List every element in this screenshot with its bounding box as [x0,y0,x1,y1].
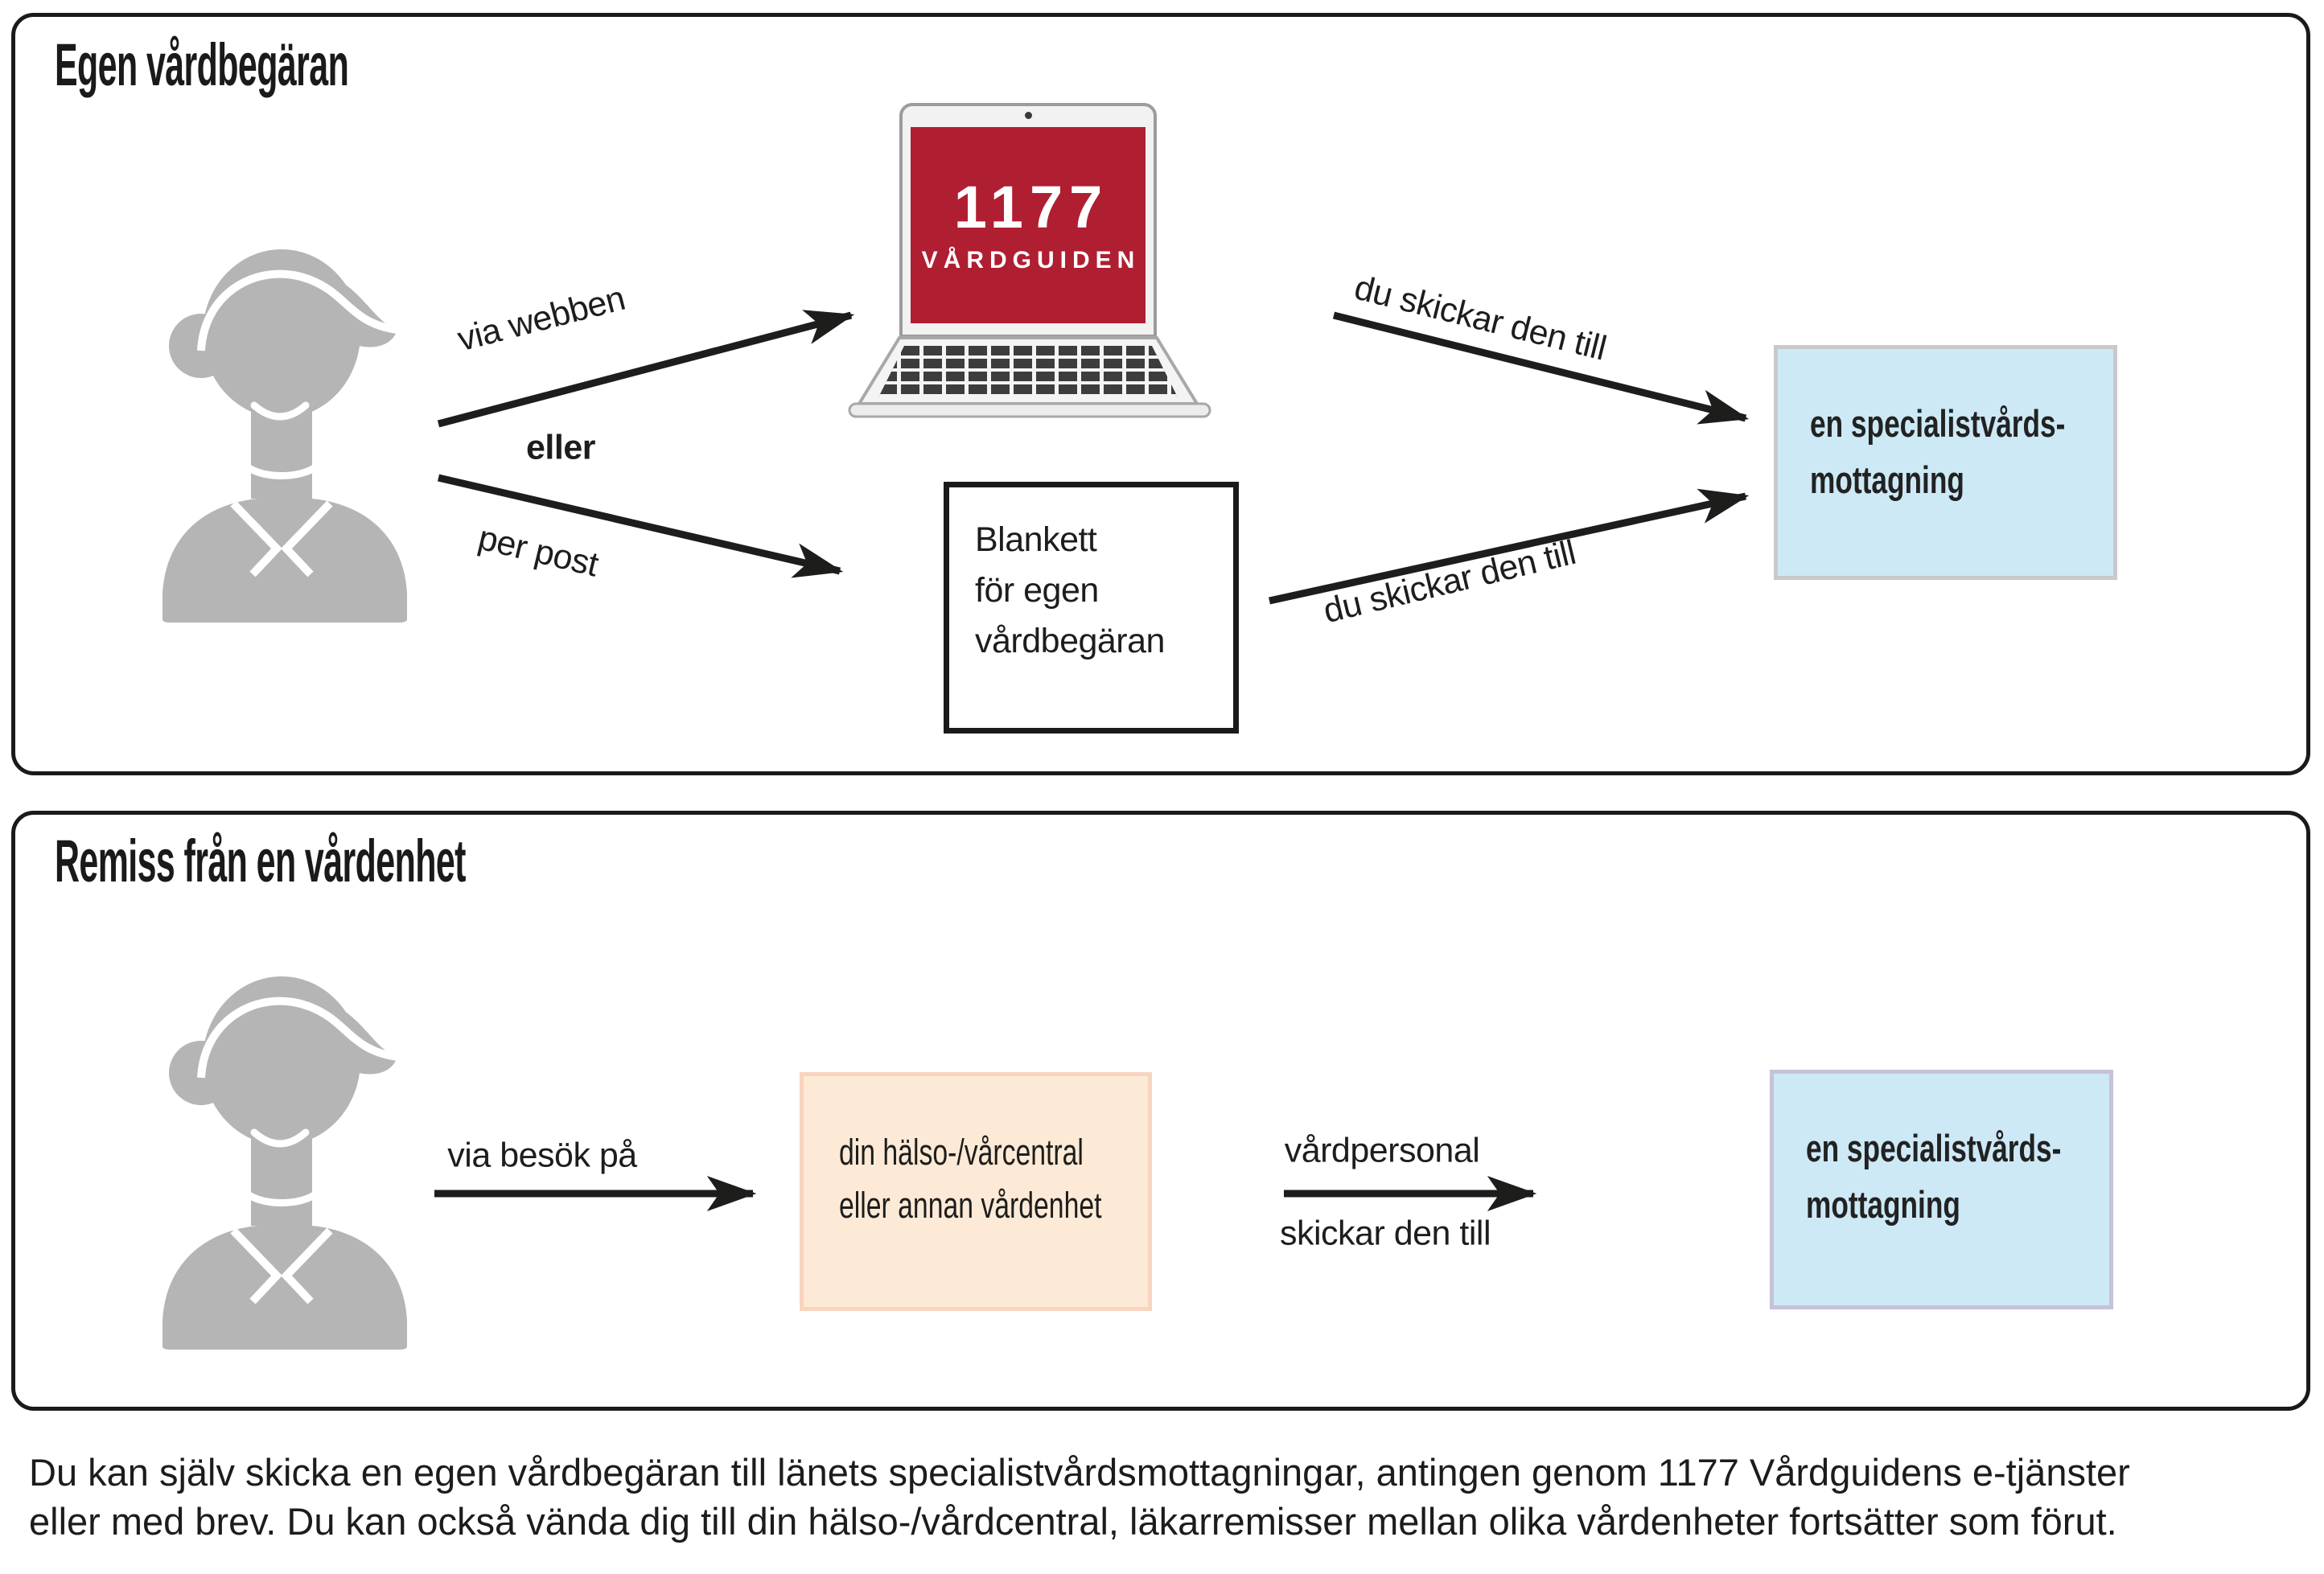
laptop-keyboard-icon [878,346,1178,397]
caption-line2: eller med brev. Du kan också vända dig t… [29,1500,2117,1543]
dest1-line1: en specialistvårds- [1810,402,2066,445]
form-box-line3: vårdbegäran [975,622,1165,660]
health-centre-box: din hälso-/vårcentral eller annan vården… [800,1072,1152,1311]
label-vardpersonal: vårdpersonal [1284,1131,1480,1170]
dest2-line1: en specialistvårds- [1806,1127,2062,1169]
label-via-besok: via besök på [447,1136,637,1175]
logo-vardguiden: VÅRDGUIDEN [921,247,1141,273]
laptop-webcam-icon [1025,112,1032,119]
source-line1: din hälso-/vårcentral [839,1132,1084,1173]
form-box-line2: för egen [975,571,1099,610]
person-icon [162,976,407,1350]
specialist-care-box: en specialistvårds- mottagning [1774,345,2117,580]
form-box-line1: Blankett [975,520,1097,559]
caption-line1: Du kan själv skicka en egen vårdbegäran … [29,1451,2130,1494]
form-box-blankett: Blankett för egen vårdbegäran [944,482,1239,734]
specialist-care-box: en specialistvårds- mottagning [1770,1070,2113,1309]
dest2-line2: mottagning [1806,1183,1960,1226]
person-icon [162,249,407,623]
label-skickar-den-till: skickar den till [1279,1214,1491,1253]
dest1-line2: mottagning [1810,458,1964,501]
label-eller: eller [526,428,595,467]
panel1-title: Egen vårdbegäran [55,31,349,98]
panel2-title: Remiss från en vårdenhet [55,828,466,894]
laptop-screen-1177: 1177 VÅRDGUIDEN [911,127,1146,323]
logo-1177: 1177 [953,174,1109,240]
source-line2: eller annan vårdenhet [839,1185,1102,1226]
